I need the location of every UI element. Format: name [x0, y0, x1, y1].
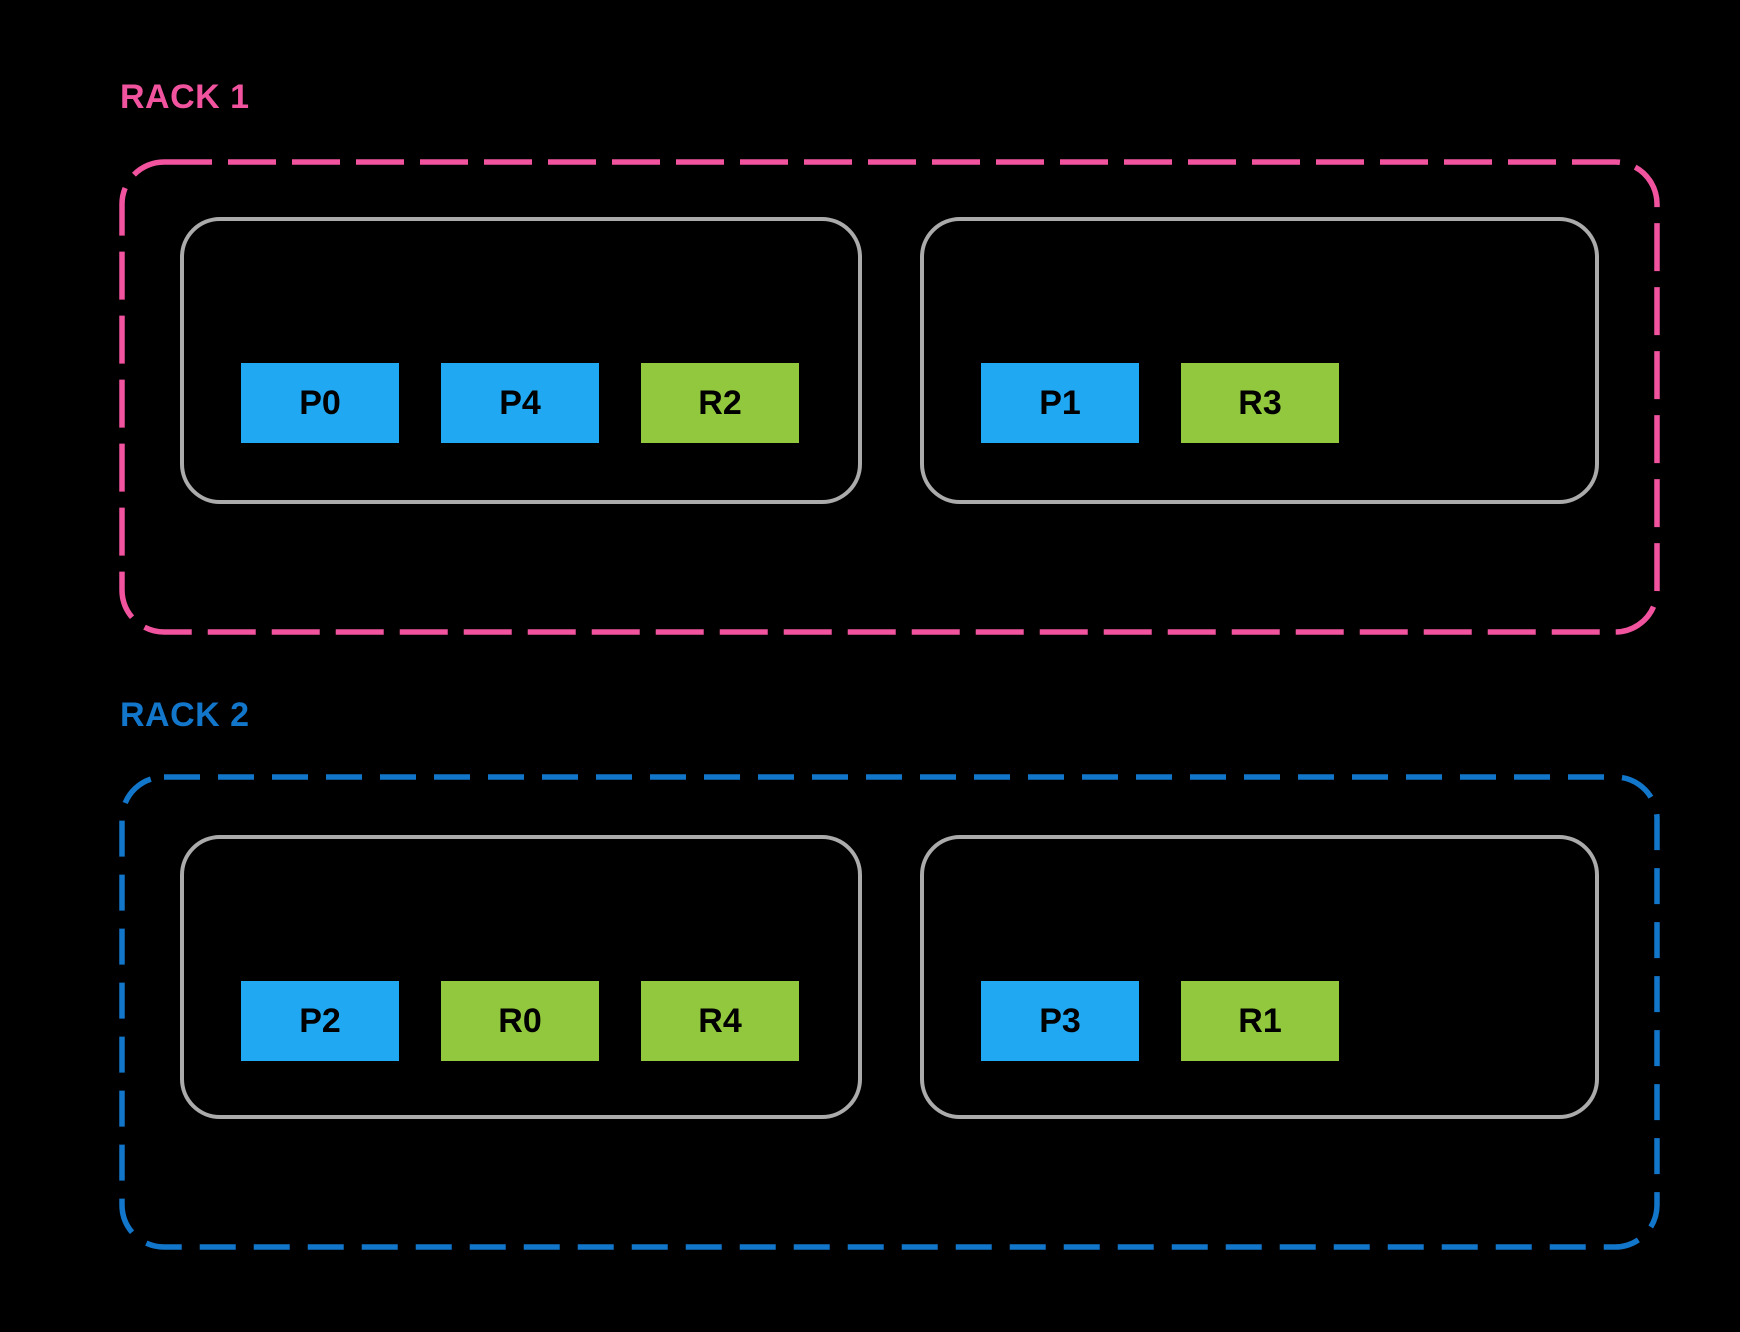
box-r2: R2: [641, 363, 799, 443]
box-r4: R4: [641, 981, 799, 1061]
rack2-label: RACK 2: [120, 696, 250, 734]
rack2-boundary: [119, 774, 1660, 1250]
box-r3: R3: [1181, 363, 1339, 443]
box-p2: P2: [241, 981, 399, 1061]
rack2-node2-boxes: P3 R1: [981, 981, 1339, 1061]
box-r0: R0: [441, 981, 599, 1061]
box-p1: P1: [981, 363, 1139, 443]
box-p4: P4: [441, 363, 599, 443]
rack1-node2: P1 R3: [920, 217, 1599, 504]
rack2-node1: P2 R0 R4: [180, 835, 862, 1119]
box-p3: P3: [981, 981, 1139, 1061]
rack2-node1-boxes: P2 R0 R4: [241, 981, 799, 1061]
box-p0: P0: [241, 363, 399, 443]
rack1-node1: P0 P4 R2: [180, 217, 862, 504]
rack1-node1-boxes: P0 P4 R2: [241, 363, 799, 443]
rack1-boundary: [119, 159, 1660, 635]
rack1-node2-boxes: P1 R3: [981, 363, 1339, 443]
box-r1: R1: [1181, 981, 1339, 1061]
rack2-node2: P3 R1: [920, 835, 1599, 1119]
rack1-label: RACK 1: [120, 78, 250, 116]
